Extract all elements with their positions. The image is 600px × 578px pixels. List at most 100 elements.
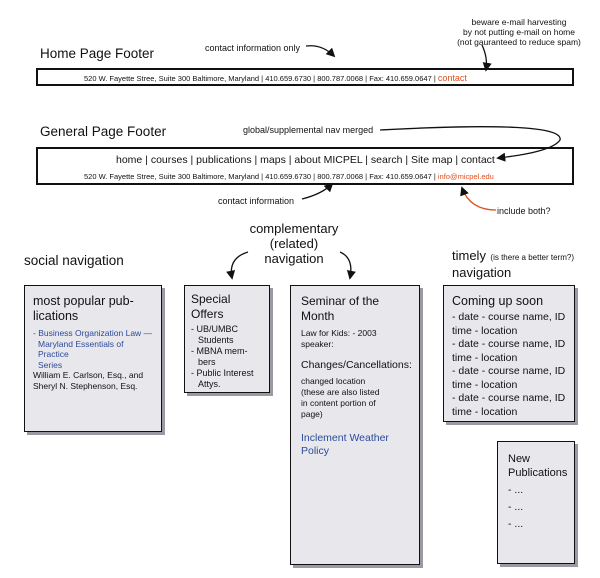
new-publications-list: - ... - ... - ... xyxy=(508,482,564,533)
detail-line: in content portion of xyxy=(301,398,376,408)
arrow-complementary-right xyxy=(339,251,356,280)
detail-line: page) xyxy=(301,409,323,419)
link-line: Series xyxy=(38,359,63,370)
arrow-complementary-left xyxy=(226,251,249,280)
general-footer-title: General Page Footer xyxy=(40,124,167,139)
list-item[interactable]: time - location xyxy=(452,378,518,391)
heading-line: navigation xyxy=(452,265,512,280)
arrow-contact-info xyxy=(301,182,334,200)
list-item[interactable]: - date - course name, ID xyxy=(452,365,566,377)
annotation-include-both: include both? xyxy=(497,206,551,216)
heading-note: (is there a better term?) xyxy=(490,253,574,262)
most-popular-publications-card: most popular pub- lications - Business O… xyxy=(24,285,162,432)
title-line: New xyxy=(508,453,531,465)
title-line: lications xyxy=(33,309,79,323)
new-publications-card: New Publications - ... - ... - ... xyxy=(497,441,575,564)
item-line: - MBNA mem- xyxy=(191,346,248,356)
footer-nav-link[interactable]: home xyxy=(116,154,143,166)
inclement-weather-link[interactable]: Inclement Weather Policy xyxy=(301,432,409,458)
footer-nav-link[interactable]: publications xyxy=(196,154,252,166)
home-footer-address: 520 W. Fayette Stree, Suite 300 Baltimor… xyxy=(84,73,467,83)
footer-nav-link[interactable]: Site map xyxy=(410,154,453,166)
detail-line: (these are also listed xyxy=(301,387,380,397)
warning-line: beware e-mail harvesting xyxy=(471,17,567,27)
footer-nav-link[interactable]: courses xyxy=(150,154,188,166)
item-line: Students xyxy=(198,335,234,345)
title-line: Publications xyxy=(508,467,568,479)
contact-link[interactable]: contact xyxy=(437,73,467,83)
changes-details: changed location (these are also listed … xyxy=(301,376,409,420)
footer-nav-link[interactable]: contact xyxy=(460,154,495,166)
item-line: bers xyxy=(198,357,216,367)
item-line: Attys. xyxy=(198,379,221,389)
seminar-of-the-month-card: Seminar of the Month Law for Kids: - 200… xyxy=(290,285,420,565)
publication-link[interactable]: - Business Organization Law — Maryland E… xyxy=(33,328,153,370)
nav-separator: | xyxy=(362,154,371,166)
annotation-contact-info: contact information xyxy=(218,196,295,206)
info-line: speaker: xyxy=(301,338,334,349)
heading-line: (related) xyxy=(269,236,319,251)
list-item[interactable]: - date - course name, ID xyxy=(452,311,566,323)
footer-nav-link[interactable]: about MICPEL xyxy=(294,154,363,166)
general-footer-address: 520 W. Fayette Stree, Suite 300 Baltimor… xyxy=(84,172,494,181)
list-item[interactable]: time - location xyxy=(452,324,518,337)
link-line: Maryland Essentials of Practice xyxy=(38,338,124,360)
spam-warning-note: beware e-mail harvesting by not putting … xyxy=(450,17,588,47)
card-title: Special Offers xyxy=(191,292,231,321)
card-title: most popular pub- lications xyxy=(33,294,153,324)
nav-separator: | xyxy=(452,154,461,166)
arrow-nav-merged xyxy=(379,126,561,162)
address-text: 520 W. Fayette Stree, Suite 300 Baltimor… xyxy=(84,172,436,181)
detail-line: changed location xyxy=(301,376,366,386)
warning-line: by not putting e-mail on home xyxy=(463,27,575,37)
title-line: most popular pub- xyxy=(33,294,134,308)
card-title: New Publications xyxy=(508,452,568,480)
item-line: - Public Interest xyxy=(191,368,254,378)
list-item[interactable]: time - location xyxy=(452,351,518,364)
footer-nav: home | courses | publications | maps | a… xyxy=(116,154,495,166)
heading-line: complementary xyxy=(249,221,339,236)
heading-line: navigation xyxy=(264,251,324,266)
list-item[interactable]: - ... xyxy=(508,518,524,530)
list-item[interactable]: - date - course name, ID xyxy=(452,338,566,350)
list-item[interactable]: - MBNA mem-bers xyxy=(191,346,263,368)
footer-nav-link[interactable]: search xyxy=(370,154,403,166)
footer-nav-link[interactable]: maps xyxy=(260,154,286,166)
seminar-info: Law for Kids: - 2003 speaker: xyxy=(301,328,409,349)
address-text: 520 W. Fayette Stree, Suite 300 Baltimor… xyxy=(84,74,436,83)
social-navigation-heading: social navigation xyxy=(24,253,124,268)
publication-authors: William E. Carlson, Esq., and Sheryl N. … xyxy=(33,370,153,391)
author-line: William E. Carlson, Esq., and xyxy=(33,370,144,380)
nav-separator: | xyxy=(402,154,411,166)
home-footer-title: Home Page Footer xyxy=(40,46,155,61)
arrow-include-both xyxy=(460,186,497,211)
nav-separator: | xyxy=(251,154,261,166)
timely-navigation-heading: timely (is there a better term?) navigat… xyxy=(452,247,574,280)
list-item[interactable]: - date - course name, ID xyxy=(452,392,566,404)
general-footer-box: home | courses | publications | maps | a… xyxy=(36,147,574,185)
changes-title: Changes/Cancellations: xyxy=(301,359,412,371)
email-link[interactable]: info@micpel.edu xyxy=(437,172,494,181)
warning-line: (not gauranteed to reduce spam) xyxy=(457,37,581,47)
card-title: Seminar of the Month xyxy=(301,294,380,323)
nav-separator: | xyxy=(142,154,151,166)
link-line: Inclement Weather xyxy=(301,432,389,444)
heading-main: timely xyxy=(452,248,486,263)
annotation-contact-only: contact information only xyxy=(205,43,301,53)
list-item[interactable]: time - location xyxy=(452,405,518,418)
nav-separator: | xyxy=(187,154,197,166)
list-item[interactable]: - ... xyxy=(508,501,524,513)
info-line: Law for Kids: - 2003 xyxy=(301,328,377,338)
list-item[interactable]: - ... xyxy=(508,484,524,496)
nav-separator: | xyxy=(285,154,295,166)
link-line: Policy xyxy=(301,445,330,457)
link-line: - Business Organization Law — xyxy=(33,328,153,338)
item-line: - UB/UMBC xyxy=(191,324,238,334)
